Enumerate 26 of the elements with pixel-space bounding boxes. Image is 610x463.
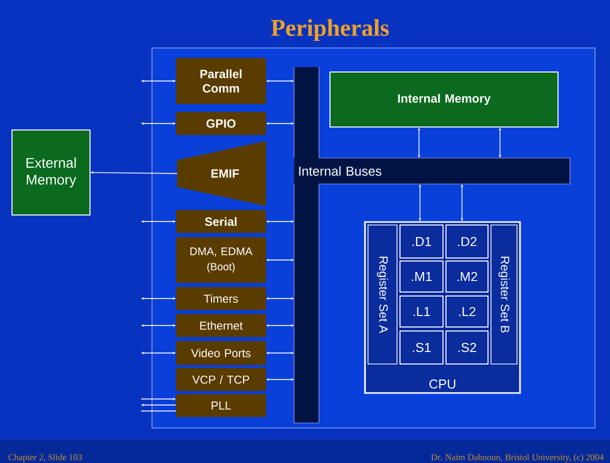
- register-set-column: Register Set A: [368, 224, 398, 364]
- peripheral-box: GPIO: [176, 112, 266, 135]
- functional-unit: .L1: [400, 296, 444, 328]
- functional-unit: .M1: [400, 260, 444, 292]
- peripheral-trapezoid: EMIF: [177, 141, 266, 206]
- peripheral-box: Serial: [176, 210, 266, 233]
- peripheral-box: VCP / TCP: [176, 368, 266, 391]
- peripheral-box: Video Ports: [176, 341, 266, 365]
- arrow: [90, 171, 178, 174]
- footer-text: Chapter 2, Slide 103: [8, 454, 82, 462]
- peripheral-box: PLL: [176, 394, 266, 417]
- functional-unit: .S1: [400, 330, 444, 364]
- peripheral-box: Ethernet: [176, 314, 266, 337]
- memory-box: Internal Memory: [330, 72, 558, 128]
- functional-unit: .D1: [400, 224, 444, 258]
- register-set-column: Register Set B: [490, 224, 518, 364]
- peripheral-box: Parallel Comm: [176, 58, 266, 104]
- title: Peripherals: [271, 19, 389, 41]
- functional-unit: .L2: [446, 296, 488, 328]
- functional-unit: .S2: [446, 330, 488, 364]
- memory-box: External Memory: [12, 130, 90, 216]
- peripheral-box: DMA, EDMA (Boot): [176, 237, 266, 283]
- functional-unit: .M2: [446, 260, 488, 292]
- functional-unit: .D2: [446, 224, 488, 258]
- footer-text: Dr. Naim Dahnoun, Bristol University, (c) 2004: [431, 454, 604, 462]
- peripheral-box: Timers: [176, 287, 266, 310]
